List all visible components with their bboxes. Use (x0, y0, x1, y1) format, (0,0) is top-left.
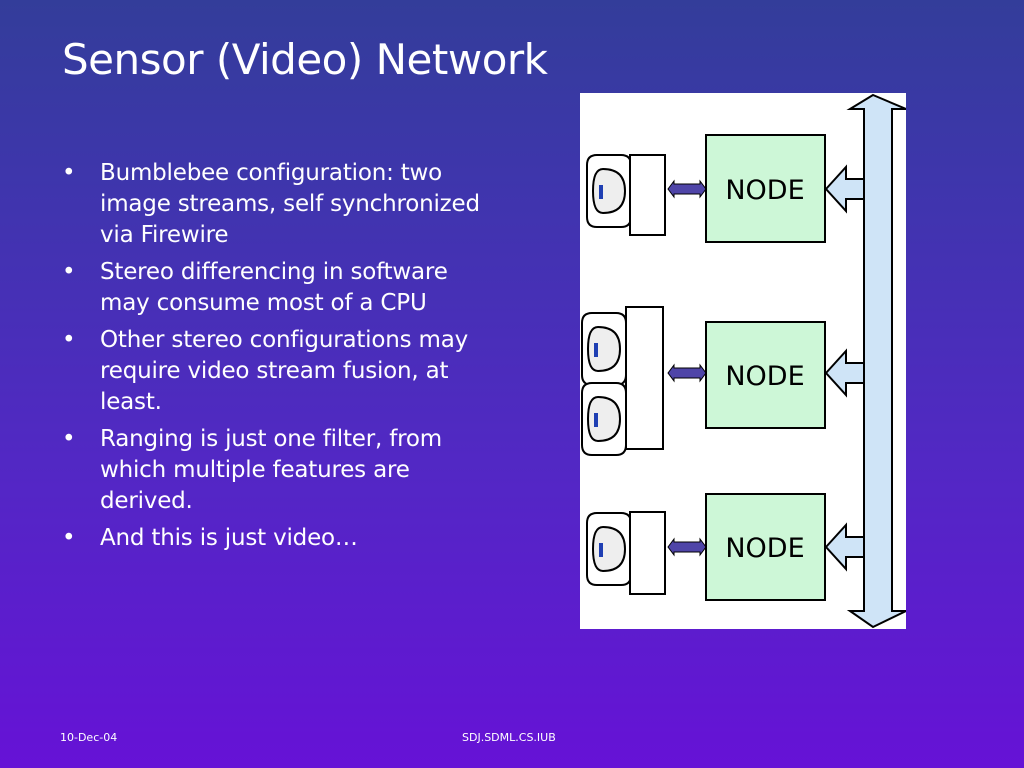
bus-connector (824, 522, 865, 572)
node-label: NODE (725, 361, 804, 392)
bullet-text: Other stereo configurations may require … (100, 327, 469, 415)
bullet-item: • Bumblebee configuration: two image stre… (62, 158, 502, 251)
bullet-item: • Other stereo configurations may require… (62, 325, 502, 418)
camera-icon (581, 312, 627, 386)
camera-icon (586, 154, 632, 228)
node-box (705, 321, 826, 429)
bus-connector (824, 348, 865, 398)
node-label: NODE (725, 533, 804, 564)
bus-connector (824, 164, 865, 214)
camera-mount (625, 306, 664, 450)
footer-credit: SDJ.SDML.CS.IUB (462, 731, 556, 744)
bullet-marker: • (62, 525, 76, 551)
camera-icon (581, 382, 627, 456)
bullet-item: • And this is just video… (62, 523, 502, 554)
node-box (705, 134, 826, 243)
bullet-marker: • (62, 327, 76, 353)
bus-arrow (846, 93, 906, 629)
camera-mount (629, 511, 666, 595)
bullet-text: Ranging is just one filter, from which m… (100, 426, 442, 514)
bullet-marker: • (62, 259, 76, 285)
node-label: NODE (725, 175, 804, 206)
bullet-item: • Ranging is just one filter, from which … (62, 424, 502, 517)
sensor-network-diagram: NODE NODE NODE (580, 93, 906, 629)
bullet-text: And this is just video… (100, 525, 358, 551)
bullet-marker: • (62, 426, 76, 452)
bullet-text: Stereo differencing in software may cons… (100, 259, 448, 316)
camera-group-3 (586, 511, 666, 595)
camera-group-1 (586, 154, 666, 236)
bullet-list: • Bumblebee configuration: two image stre… (62, 158, 502, 560)
slide-title: Sensor (Video) Network (62, 35, 548, 84)
link-arrow (667, 179, 707, 199)
bullet-marker: • (62, 160, 76, 186)
link-arrow (667, 363, 707, 383)
camera-group-2 (581, 306, 664, 456)
bullet-item: • Stereo differencing in software may con… (62, 257, 502, 319)
camera-icon (586, 512, 632, 586)
link-arrow (667, 537, 707, 557)
bullet-text: Bumblebee configuration: two image strea… (100, 160, 480, 248)
camera-mount (629, 154, 666, 236)
footer-date: 10-Dec-04 (60, 731, 118, 744)
node-box (705, 493, 826, 601)
